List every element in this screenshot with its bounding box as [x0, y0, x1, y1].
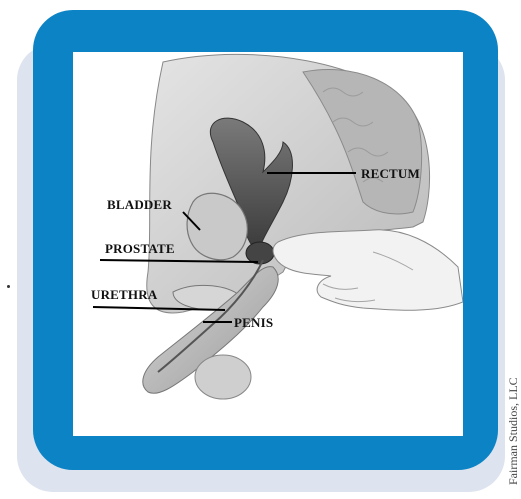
- label-penis: PENIS: [234, 315, 273, 331]
- anatomy-illustration: RECTUM BLADDER PROSTATE URETHRA PENIS: [73, 52, 463, 436]
- bullet-dot: [7, 285, 10, 288]
- prostate-shape: [246, 242, 274, 264]
- label-prostate: PROSTATE: [105, 241, 175, 257]
- testis-shape: [195, 355, 251, 399]
- label-bladder: BLADDER: [107, 197, 172, 213]
- label-rectum: RECTUM: [361, 166, 420, 182]
- gloved-hand: [273, 230, 463, 310]
- label-urethra: URETHRA: [91, 287, 157, 303]
- illustration-credit: Fairman Studios, LLC: [506, 377, 521, 485]
